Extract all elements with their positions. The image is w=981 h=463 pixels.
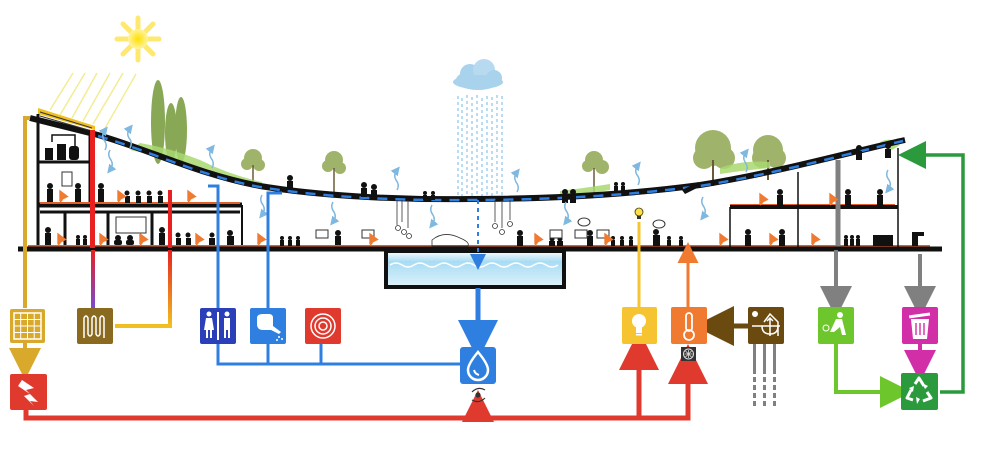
person: [371, 184, 377, 198]
person: [667, 236, 671, 246]
watering-can-icon[interactable]: [250, 308, 286, 344]
flow-hot-riser-2: [168, 190, 172, 248]
fan-icon: [681, 347, 696, 361]
rainfall: [457, 95, 503, 199]
compost-icon[interactable]: [818, 307, 854, 344]
recycle-icon[interactable]: [901, 373, 938, 410]
geothermal-probes: [753, 344, 776, 406]
person: [361, 182, 367, 197]
cypress-trees: [151, 80, 187, 164]
condensation-arrows: [107, 149, 895, 229]
green-roof: [29, 115, 906, 203]
person: [777, 189, 783, 205]
person: [209, 232, 215, 245]
pump-icon: [471, 387, 486, 403]
person: [431, 191, 435, 200]
flow-water-distribution: [216, 340, 460, 366]
thermometer-icon[interactable]: [671, 307, 707, 344]
person: [83, 235, 87, 245]
person: [287, 175, 293, 190]
solar-panel-roof: [38, 108, 95, 132]
person: [135, 190, 141, 203]
flow-recycle-to-roof: [898, 141, 965, 394]
green-roof-vegetation: [130, 139, 900, 195]
flow-heating-riser: [91, 250, 95, 308]
person: [620, 236, 624, 246]
person: [850, 235, 854, 246]
radiant-heating-icon[interactable]: [77, 308, 113, 344]
person: [562, 189, 568, 203]
flow-irrigation-riser: [266, 191, 282, 308]
person: [76, 235, 80, 245]
person: [653, 229, 660, 246]
person: [885, 143, 891, 158]
person: [98, 183, 104, 202]
person: [629, 236, 633, 246]
light-bulb-icon: [630, 204, 648, 222]
person: [124, 190, 130, 203]
person: [745, 229, 751, 246]
person: [296, 236, 300, 246]
water-drop-icon[interactable]: [460, 347, 496, 384]
flow-solar-collector: [23, 116, 30, 308]
person: [570, 189, 576, 203]
person: [682, 182, 701, 194]
flow-power-bus: [23, 344, 708, 421]
fire-hose-icon[interactable]: [305, 308, 341, 344]
geothermal-icon[interactable]: [748, 307, 784, 344]
person: [280, 236, 284, 246]
person: [175, 232, 181, 245]
tap-fixture: [912, 232, 924, 246]
person: [856, 145, 862, 160]
counter: [873, 235, 893, 246]
person: [335, 230, 341, 245]
person: [146, 190, 152, 203]
flow-heat-riser-1: [90, 130, 95, 248]
flow-toilet-riser: [208, 184, 220, 308]
display-boards: [61, 171, 666, 239]
person: [126, 235, 134, 245]
heat-arrows: [57, 189, 839, 246]
electricity-icon[interactable]: [10, 374, 47, 410]
hanging-sculptures: [395, 200, 513, 247]
person: [47, 183, 53, 202]
person: [75, 183, 81, 202]
person: [185, 232, 191, 245]
left-building: [36, 114, 243, 248]
rainwater-cistern: [384, 200, 566, 289]
person: [587, 230, 593, 246]
person: [517, 230, 523, 246]
evaporation-arrows: [98, 124, 749, 193]
sun-icon: [114, 15, 162, 63]
person: [679, 236, 683, 246]
person: [423, 191, 427, 200]
mechanical-room-equipment: [45, 134, 79, 160]
flow-hot-return: [115, 250, 172, 328]
person: [45, 227, 51, 245]
flow-compost-to-recycle: [834, 342, 912, 408]
person: [856, 235, 860, 246]
trash-can-icon[interactable]: [902, 307, 938, 344]
rain-cloud-icon: [453, 59, 503, 90]
solar-panel-icon[interactable]: [10, 309, 45, 343]
sun-rays: [49, 72, 137, 131]
person: [288, 236, 292, 246]
person: [621, 182, 625, 192]
person: [614, 182, 618, 192]
person: [157, 190, 163, 203]
person: [844, 235, 848, 246]
person: [611, 236, 615, 246]
person: [877, 189, 883, 205]
person: [845, 189, 851, 205]
person: [114, 235, 122, 245]
restroom-icon[interactable]: [200, 308, 236, 344]
lighting-icon[interactable]: [622, 307, 657, 344]
person: [227, 230, 234, 245]
person: [159, 227, 165, 245]
person: [779, 229, 785, 246]
